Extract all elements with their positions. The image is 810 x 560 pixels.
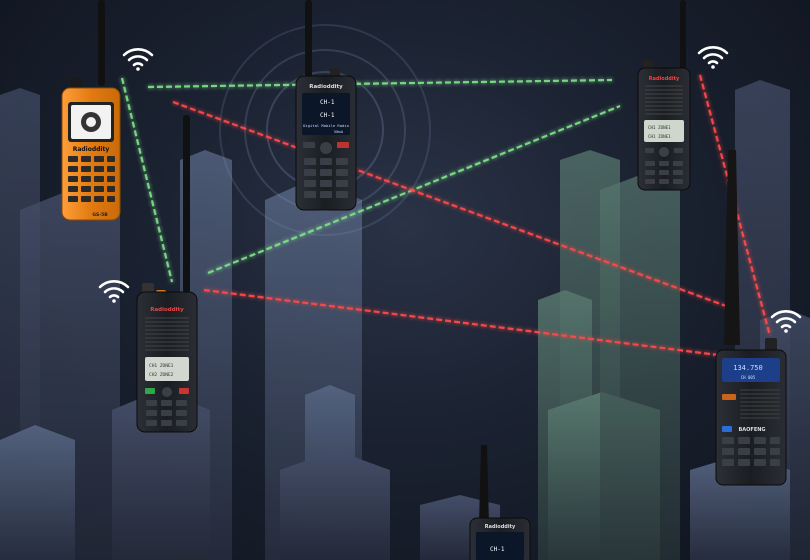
dmr-radio-center: Radioddity CH-1 CH-1 Digital Mobile Radi… <box>295 0 357 211</box>
orange-radio: Radioddity GS-5B <box>61 0 121 221</box>
green-links <box>120 77 621 283</box>
screen-line: CH1 ZONE1 <box>648 125 671 130</box>
red-link-2 <box>203 288 719 357</box>
screen-line: CH1 ZONE1 <box>149 363 174 369</box>
wifi-icon <box>770 310 802 333</box>
dmr-radio-top-right: Radioddity CH1 ZONE1 CH1 ZONE1 <box>637 0 691 191</box>
screen-line: CH2 ZONE2 <box>149 372 174 378</box>
screen-line: 50mA <box>334 129 344 134</box>
brand-label: Radioddity <box>73 146 110 153</box>
green-link-3 <box>207 104 621 275</box>
screen-line: CH 005 <box>741 375 756 380</box>
green-link-2 <box>120 77 174 283</box>
screen-line: CH-1 <box>320 99 335 106</box>
wifi-icon <box>122 48 154 71</box>
antenna <box>680 0 686 70</box>
dmr-radio-bottom: Radioddity CH-1 <box>469 445 531 560</box>
uv-radio-right: 134.750 CH 005 BAOFENG <box>715 150 787 486</box>
screen-line: 134.750 <box>733 364 763 372</box>
model-label: GS-5B <box>92 212 108 218</box>
brand-label: Radioddity <box>309 84 343 90</box>
antenna <box>98 0 105 86</box>
red-link-1 <box>172 100 727 308</box>
screen-line: CH-1 <box>320 112 335 119</box>
screen-line: Digital Mobile Radio <box>303 123 349 128</box>
antenna <box>305 0 312 78</box>
antenna <box>479 445 489 525</box>
brand-label: Radioddity <box>485 524 516 530</box>
antenna <box>724 150 740 345</box>
antenna <box>183 115 190 293</box>
wifi-icon <box>697 46 729 69</box>
screen-line: CH-1 <box>490 546 505 553</box>
wifi-icon <box>98 280 130 303</box>
brand-label: BAOFENG <box>738 427 765 433</box>
dmr-radio-left: Radioddity CH1 ZONE1 CH2 ZONE2 <box>136 115 198 433</box>
green-link-1 <box>147 78 613 89</box>
brand-label: Radioddity <box>150 307 184 313</box>
screen-line: CH1 ZONE1 <box>648 134 671 139</box>
brand-label: Radioddity <box>649 76 680 82</box>
